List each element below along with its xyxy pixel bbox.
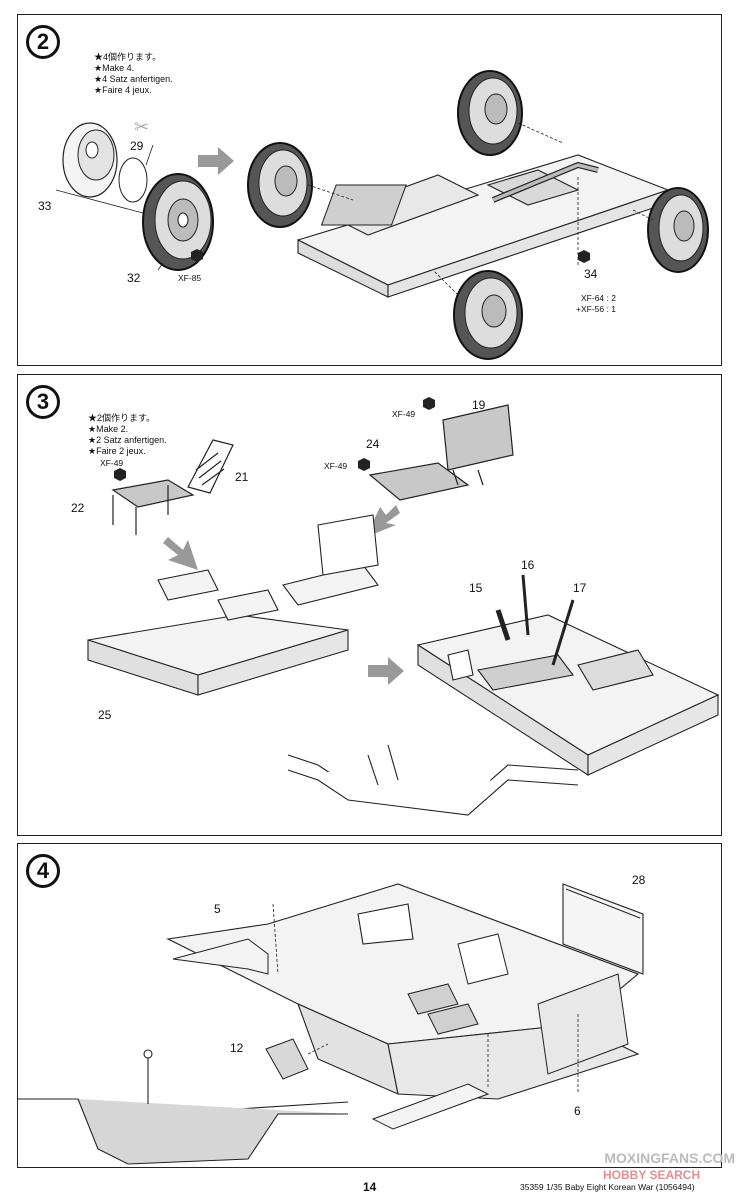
part-number-6: 6 (574, 1104, 581, 1118)
watermark: MOXINGFANS.COM (604, 1150, 735, 1166)
note-en: ★Make 2. (88, 424, 129, 434)
fender-part (371, 1083, 490, 1130)
note-en: ★Make 4. (94, 63, 135, 73)
part-number-5: 5 (214, 902, 221, 916)
watermark-secondary: HOBBY SEARCH (603, 1168, 701, 1182)
part-number-29: 29 (130, 139, 144, 153)
step-3-panel: 3 ★2個作ります。 ★Make 2. ★2 Satz anfertigen. … (17, 374, 722, 836)
step-2-panel: ✂ (17, 14, 722, 366)
paint-code: XF-49 (324, 461, 348, 471)
panel-part (562, 883, 644, 975)
seat-part (111, 439, 234, 535)
part-number-34: 34 (584, 267, 598, 281)
assembly-note: ★2個作ります。 ★Make 2. ★2 Satz anfertigen. ★F… (88, 413, 167, 457)
step-3-illustration (87, 397, 720, 816)
paint-code: XF-64 : 2 (581, 293, 616, 303)
note-de: ★2 Satz anfertigen. (88, 435, 167, 445)
part-number-25: 25 (98, 708, 112, 722)
part-number-19: 19 (472, 398, 486, 412)
note-jp: ★2個作ります。 (88, 413, 156, 423)
note-jp: ★4個作ります。 (94, 52, 162, 62)
part-number-22: 22 (71, 501, 85, 515)
assembly-arrow (368, 657, 404, 685)
floor-assembly (87, 514, 379, 696)
paint-code: XF-85 (178, 273, 202, 283)
part-number-24: 24 (366, 437, 380, 451)
assembly-note: ★4個作ります。 ★Make 4. ★4 Satz anfertigen. ★F… (94, 52, 173, 96)
plate-part (265, 1038, 309, 1080)
part-number-16: 16 (521, 558, 535, 572)
part-number-12: 12 (230, 1041, 244, 1055)
part-number-32: 32 (127, 271, 141, 285)
page-number: 14 (363, 1180, 377, 1194)
step-number: 4 (26, 854, 60, 888)
step-4-illustration (18, 883, 644, 1165)
assembly-arrow (198, 147, 234, 175)
part-number-21: 21 (235, 470, 249, 484)
assembly-arrow (163, 537, 198, 570)
paint-code: XF-49 (392, 409, 416, 419)
note-fr: ★Faire 4 jeux. (94, 85, 152, 95)
disc-part (118, 157, 148, 203)
part-number-28: 28 (632, 873, 646, 887)
detail-view (287, 744, 579, 816)
hood-part (172, 938, 269, 975)
step-number: 3 (26, 385, 60, 419)
step-2-illustration: ✂ (55, 70, 709, 360)
note-fr: ★Faire 2 jeux. (88, 446, 146, 456)
detail-view (18, 1049, 349, 1165)
step-number: 2 (26, 25, 60, 59)
note-de: ★4 Satz anfertigen. (94, 74, 173, 84)
paint-code: +XF-56 : 1 (576, 304, 616, 314)
chassis-frame (296, 154, 670, 298)
svg-text:✂: ✂ (134, 117, 149, 138)
part-number-17: 17 (573, 581, 587, 595)
bench-seat-part (368, 404, 514, 501)
paint-code: XF-49 (100, 458, 124, 468)
part-number-15: 15 (469, 581, 483, 595)
tire-part (142, 173, 214, 271)
assembled-interior (416, 614, 720, 777)
step-4-panel: 4 5 12 28 6 (17, 843, 722, 1168)
kit-reference: 35359 1/35 Baby Eight Korean War (105649… (520, 1182, 695, 1192)
part-number-33: 33 (38, 199, 52, 213)
